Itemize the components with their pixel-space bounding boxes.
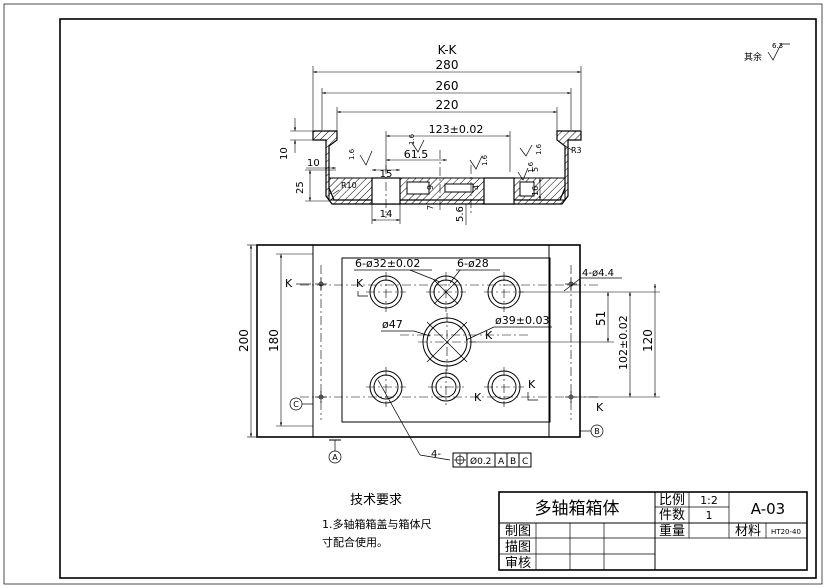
radius-r10: R10 (341, 181, 357, 190)
svg-text:B: B (594, 427, 600, 436)
svg-text:1.6: 1.6 (535, 143, 543, 155)
bore (484, 272, 524, 312)
drawing-number: A-03 (751, 500, 785, 518)
datum-ref: B (510, 457, 516, 467)
material-value: HT20-40 (771, 528, 801, 536)
roughness-mark: 1.6 (469, 154, 489, 170)
dim-step-10: 10 (307, 158, 320, 169)
scale-label: 比例 (659, 493, 685, 508)
roughness-other: 其余 6.3 (744, 42, 790, 63)
section-view: K-K 280 260 220 123±0.02 61.5 (279, 43, 582, 225)
svg-text:C: C (293, 400, 299, 409)
scale-value: 1:2 (700, 494, 718, 507)
position-tolerance-frame: Ø0.2 A B C (452, 452, 532, 468)
dim-123: 123±0.02 (429, 123, 484, 136)
bore (484, 367, 524, 407)
datum-c-symbol: C (289, 397, 314, 411)
dim-h5: 5 (531, 167, 540, 172)
notes-title: 技术要求 (350, 493, 402, 508)
roughness-other-label: 其余 (744, 51, 762, 63)
dim-61-5: 61.5 (404, 148, 429, 161)
radius-r3: R3 (571, 146, 582, 155)
plan-outer (256, 244, 581, 438)
plan-view: 6-ø32±0.02 6-ø28 ø47 ø39±0.03 4-ø4.4 4- … (237, 244, 660, 468)
roughness-other-value: 6.3 (772, 42, 783, 50)
mount-hole (565, 391, 577, 403)
callout-phi39: ø39±0.03 (495, 314, 549, 327)
callout-6-phi28: 6-ø28 (457, 257, 489, 270)
dim-280: 280 (436, 58, 459, 72)
bore (426, 272, 466, 312)
checked-label: 审核 (505, 556, 531, 571)
mount-hole (315, 278, 327, 290)
bore (428, 369, 464, 405)
material-label: 材料 (735, 524, 761, 539)
dim-h16: 16 (531, 186, 540, 196)
notes-line-1: 1.多轴箱箱盖与箱体尺 (322, 517, 432, 531)
weight-label: 重量 (659, 523, 685, 539)
datum-b-symbol: B (579, 424, 604, 438)
svg-text:1.6: 1.6 (527, 161, 535, 173)
datum-a-symbol: A (328, 439, 342, 464)
svg-text:A: A (332, 453, 338, 462)
section-marker-k: K (356, 277, 364, 290)
dim-bottom-14: 14 (380, 209, 393, 220)
mount-hole (565, 278, 577, 290)
plan-inner (312, 244, 550, 438)
notes-line-2: 寸配合使用。 (322, 535, 388, 549)
dim-flange-10: 10 (279, 147, 290, 160)
section-marker-k: K (285, 277, 293, 290)
section-marker-k: K (596, 401, 604, 414)
svg-text:1.6: 1.6 (481, 154, 489, 166)
dim-h7: 7 (426, 205, 435, 210)
svg-text:1.6: 1.6 (348, 148, 356, 160)
section-marker-k: K (528, 378, 536, 391)
drawing-name: 多轴箱箱体 (535, 499, 620, 519)
bore (366, 367, 406, 407)
dim-200: 200 (237, 329, 251, 352)
qty-label: 件数 (659, 508, 685, 523)
roughness-mark: 1.6 (519, 143, 543, 157)
big-bore (418, 313, 476, 371)
dim-boss-15: 15 (380, 169, 393, 180)
dim-180: 180 (267, 329, 281, 352)
roughness-mark: 1.6 (517, 161, 535, 181)
mount-hole (315, 391, 327, 403)
roughness-mark: 1.6 (348, 148, 373, 166)
section-marker-k: K (474, 391, 482, 404)
technical-notes: 技术要求 1.多轴箱箱盖与箱体尺 寸配合使用。 (322, 493, 432, 549)
inner-border (59, 18, 817, 579)
title-block: 多轴箱箱体 比例 1:2 件数 1 A-03 重量 材料 HT20-40 制图 … (498, 491, 808, 571)
dim-h4: 4 (472, 185, 481, 190)
section-marker-k: K (485, 329, 493, 342)
section-title: K-K (438, 43, 458, 57)
section-body (312, 130, 582, 205)
callout-6-phi32: 6-ø32±0.02 (355, 257, 420, 270)
svg-text:1.6: 1.6 (408, 133, 416, 145)
drawn-label: 描图 (505, 540, 531, 555)
dim-height-25: 25 (295, 181, 306, 194)
made-label: 制图 (505, 524, 531, 539)
datum-ref: C (522, 457, 528, 467)
dim-depth-5-6: 5.6 (455, 206, 466, 222)
callout-phi47: ø47 (382, 318, 403, 331)
dim-260: 260 (436, 79, 459, 93)
position-tolerance: Ø0.2 (470, 456, 491, 467)
roughness-mark: 1.6 (408, 133, 425, 153)
callout-position-qty: 4- (431, 449, 441, 460)
callout-4-phi4-4: 4-ø4.4 (582, 268, 614, 279)
dim-51: 51 (594, 311, 608, 326)
dim-220: 220 (436, 98, 459, 112)
dim-120: 120 (641, 329, 655, 352)
dim-h9: 9 (426, 185, 435, 190)
dim-102: 102±0.02 (617, 315, 630, 370)
outer-border (3, 3, 823, 585)
datum-ref: A (498, 457, 505, 467)
qty-value: 1 (706, 509, 713, 522)
bore (366, 272, 406, 312)
